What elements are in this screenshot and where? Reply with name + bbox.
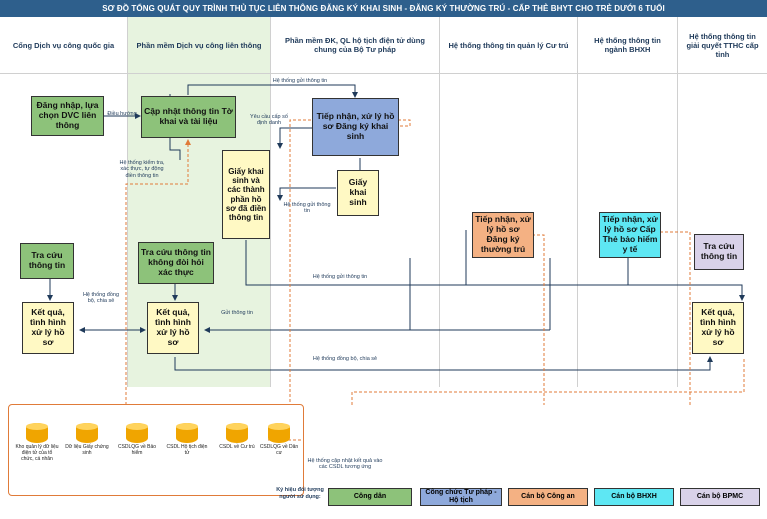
label-dong-bo-1: Hệ thống đồng bộ, chia sẻ: [82, 292, 120, 305]
legend-can-bo-bpmc: Cán bộ BPMC: [680, 488, 760, 506]
box-dang-nhap: Đăng nhập, lựa chọn DVC liên thông: [31, 96, 104, 136]
box-tiep-nhan-bhyt: Tiếp nhận, xử lý hồ sơ Cấp Thẻ bảo hiểm …: [599, 212, 661, 258]
database-kho-du-lieu: Kho quản lý dữ liệu điện tử của tổ chức,…: [15, 423, 59, 462]
lane-header: Phần mềm ĐK, QL hộ tịch điện tử dùng chu…: [271, 17, 439, 74]
box-giay-khai-sinh-thanh-phan: Giấy khai sinh và các thành phần hồ sơ đ…: [222, 150, 270, 239]
box-tra-cuu-tthc-tinh: Tra cứu thông tin: [694, 234, 744, 270]
lane-ho-tich: Phần mềm ĐK, QL hộ tịch điện tử dùng chu…: [271, 17, 440, 387]
box-tra-cuu-cong-dvc: Tra cứu thông tin: [20, 243, 74, 279]
lane-tthc-tinh: Hệ thống thông tin giải quyết TTHC cấp t…: [678, 17, 767, 387]
legend-title: Ký hiệu đối tượng người sử dụng:: [276, 487, 324, 500]
lane-bhxh: Hệ thống thông tin ngành BHXH: [578, 17, 678, 387]
box-ket-qua-tthc-tinh: Kết quả, tình hình xử lý hồ sơ: [692, 302, 744, 354]
label-cap-nhat-ket-qua: Hệ thống cập nhật kết quả vào các CSDL t…: [307, 458, 383, 471]
database-icon: [126, 423, 148, 443]
label-gui-thong-tin-low: Hệ thống gửi thông tin: [312, 274, 368, 280]
database-label: CSDL về Cư trú: [219, 444, 255, 450]
swimlanes: Cổng Dịch vụ công quốc gia Phần mềm Dịch…: [0, 17, 767, 387]
database-label: CSDLQG về Bảo hiểm: [117, 444, 157, 456]
database-icon: [268, 423, 290, 443]
database-icon: [26, 423, 48, 443]
database-group: Kho quản lý dữ liệu điện tử của tổ chức,…: [8, 404, 304, 496]
database-icon: [226, 423, 248, 443]
box-cap-nhat-thong-tin: Cập nhật thông tin Tờ khai và tài liệu: [141, 96, 236, 138]
database-icon: [76, 423, 98, 443]
label-kiem-tra-xac-thuc: Hệ thống kiểm tra, xác thực, tự động điề…: [119, 160, 165, 179]
database-bao-hiem: CSDLQG về Bảo hiểm: [115, 423, 159, 457]
legend-can-bo-cong-an: Cán bộ Công an: [508, 488, 588, 506]
legend-can-bo-bhxh: Cán bộ BHXH: [594, 488, 674, 506]
label-gui-thong-tin: Gửi thông tin: [221, 310, 253, 316]
database-label: Dữ liệu Giấy chứng sinh: [65, 444, 109, 456]
database-label: CSDL Hộ tịch điện tử: [166, 444, 208, 456]
box-tra-cuu-khong-xac-thuc: Tra cứu thông tin không đòi hỏi xác thực: [138, 242, 214, 284]
label-dong-bo-2: Hệ thống đồng bộ, chia sẻ: [312, 356, 378, 362]
legend-cong-dan: Công dân: [328, 488, 412, 506]
label-yeu-cau-cap-so: Yêu cầu cấp số định danh: [250, 114, 288, 127]
diagram-title: SƠ ĐỒ TỔNG QUÁT QUY TRÌNH THỦ TỤC LIÊN T…: [0, 0, 767, 17]
lane-header: Phần mềm Dịch vụ công liên thông: [128, 17, 270, 74]
label-dieu-huong: Điều hướng: [107, 111, 137, 117]
legend-cong-chuc-tu-phap: Công chức Tư pháp - Hộ tịch: [420, 488, 502, 506]
box-ket-qua-phan-mem-dvc: Kết quả, tình hình xử lý hồ sơ: [147, 302, 199, 354]
database-cu-tru: CSDL về Cư trú: [215, 423, 259, 451]
lane-cu-tru: Hệ thống thông tin quản lý Cư trú: [440, 17, 578, 387]
label-gui-thong-tin-mid: Hệ thống gửi thông tin: [283, 202, 331, 215]
box-ket-qua-cong-dvc: Kết quả, tình hình xử lý hồ sơ: [22, 302, 74, 354]
box-giay-khai-sinh: Giấy khai sinh: [337, 170, 379, 216]
database-label: Kho quản lý dữ liệu điện tử của tổ chức,…: [15, 444, 59, 462]
box-tiep-nhan-thuong-tru: Tiếp nhận, xử lý hồ sơ Đăng ký thường tr…: [472, 212, 534, 258]
lane-header: Hệ thống thông tin quản lý Cư trú: [440, 17, 577, 74]
lane-header: Hệ thống thông tin giải quyết TTHC cấp t…: [678, 17, 767, 74]
database-icon: [176, 423, 198, 443]
database-label: CSDLQG về Dân cư: [259, 444, 299, 456]
database-dan-cu: CSDLQG về Dân cư: [257, 423, 301, 457]
database-ho-tich: CSDL Hộ tịch điện tử: [165, 423, 209, 457]
label-gui-thong-tin-top: Hệ thống gửi thông tin: [272, 78, 328, 84]
database-giay-chung-sinh: Dữ liệu Giấy chứng sinh: [65, 423, 109, 457]
lane-header: Cổng Dịch vụ công quốc gia: [0, 17, 127, 74]
box-tiep-nhan-khai-sinh: Tiếp nhận, xử lý hồ sơ Đăng ký khai sinh: [312, 98, 399, 156]
lane-header: Hệ thống thông tin ngành BHXH: [578, 17, 677, 74]
